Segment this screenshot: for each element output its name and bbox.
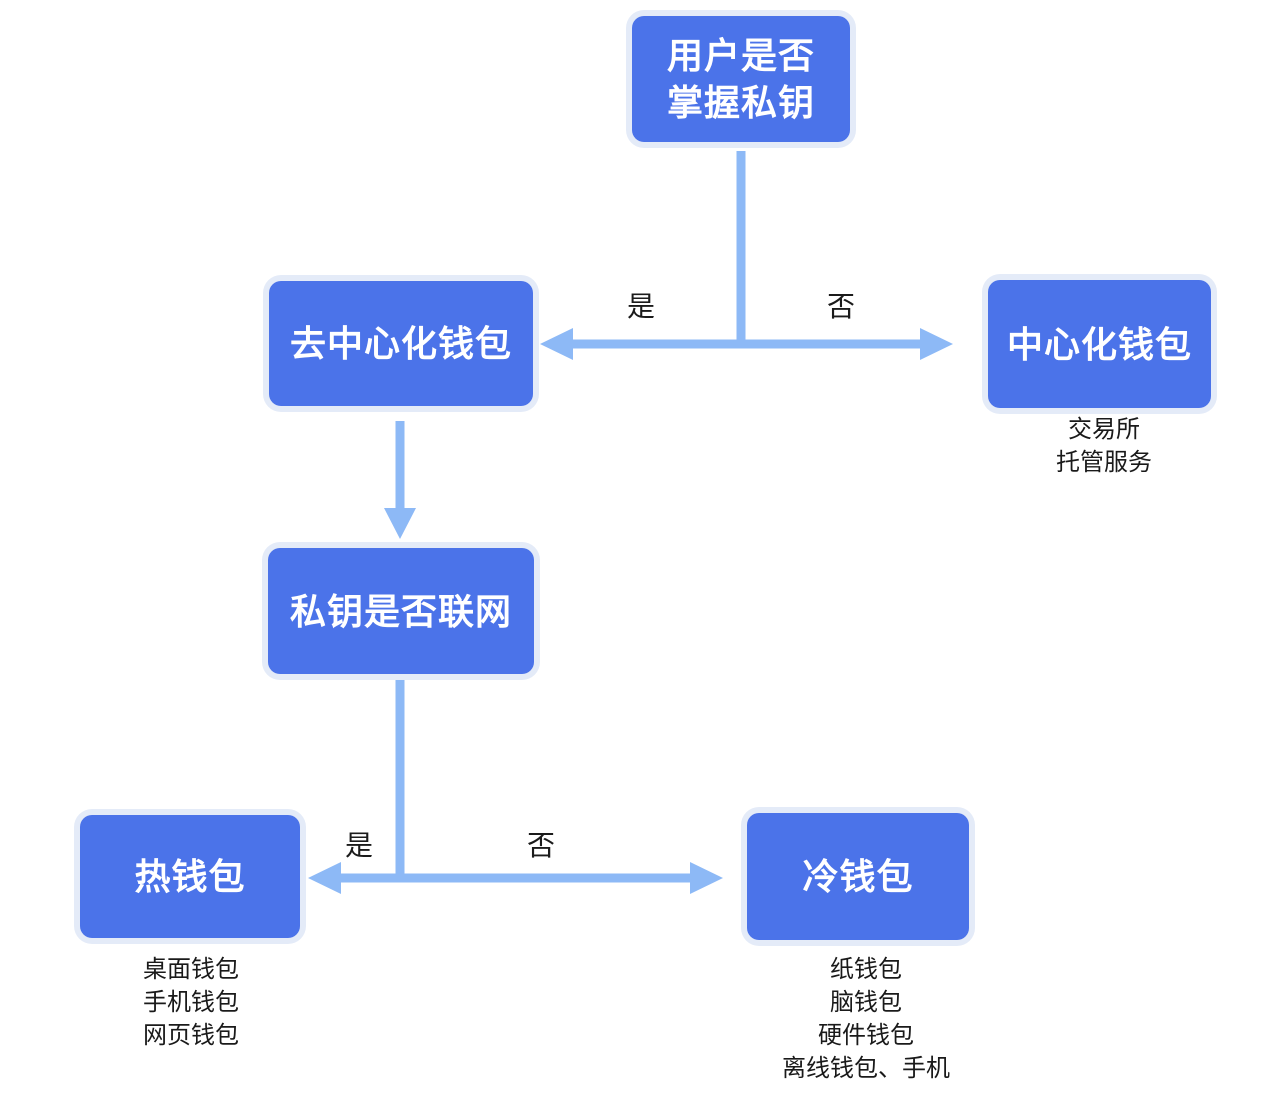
node-label: 去中心化钱包 xyxy=(289,323,512,364)
arrowhead-to-key-online xyxy=(384,508,416,539)
node-user-owns-private-key: 用户是否 掌握私钥 xyxy=(632,16,850,142)
node-label: 中心化钱包 xyxy=(1006,323,1192,365)
note-line: 手机钱包 xyxy=(143,989,239,1016)
arrowhead-to-hot xyxy=(308,862,341,894)
edge-label-online-yes: 是 xyxy=(344,830,374,861)
node-label: 冷钱包 xyxy=(802,856,914,897)
node-centralized-wallet: 中心化钱包 xyxy=(988,280,1211,408)
edge-label-root-yes: 是 xyxy=(626,291,656,322)
note-line: 桌面钱包 xyxy=(143,956,239,983)
edge-label-online-no: 否 xyxy=(526,830,556,861)
node-cold-wallet: 冷钱包 xyxy=(747,813,969,940)
node-label-line-2: 掌握私钥 xyxy=(666,82,815,123)
node-label-line-1: 用户是否 xyxy=(666,35,815,76)
note-line: 托管服务 xyxy=(1056,449,1152,476)
hot-wallet-notes: 桌面钱包 手机钱包 网页钱包 xyxy=(143,953,239,1052)
arrowhead-to-centralized xyxy=(920,328,953,360)
node-hot-wallet: 热钱包 xyxy=(80,815,300,938)
cold-wallet-notes: 纸钱包 脑钱包 硬件钱包 离线钱包、手机 xyxy=(782,953,950,1085)
note-line: 网页钱包 xyxy=(143,1022,239,1049)
note-line: 交易所 xyxy=(1068,416,1140,443)
edge-label-root-no: 否 xyxy=(826,291,856,322)
arrowhead-to-decentralized xyxy=(540,328,573,360)
centralized-wallet-notes: 交易所 托管服务 xyxy=(1056,413,1152,479)
arrowhead-to-cold xyxy=(690,862,723,894)
note-line: 脑钱包 xyxy=(830,989,902,1016)
node-label: 热钱包 xyxy=(134,856,246,897)
node-decentralized-wallet: 去中心化钱包 xyxy=(269,281,533,406)
node-label: 私钥是否联网 xyxy=(289,590,512,632)
node-private-key-online: 私钥是否联网 xyxy=(268,548,534,674)
note-line: 离线钱包、手机 xyxy=(782,1055,950,1082)
note-line: 硬件钱包 xyxy=(818,1022,914,1049)
note-line: 纸钱包 xyxy=(830,956,902,983)
